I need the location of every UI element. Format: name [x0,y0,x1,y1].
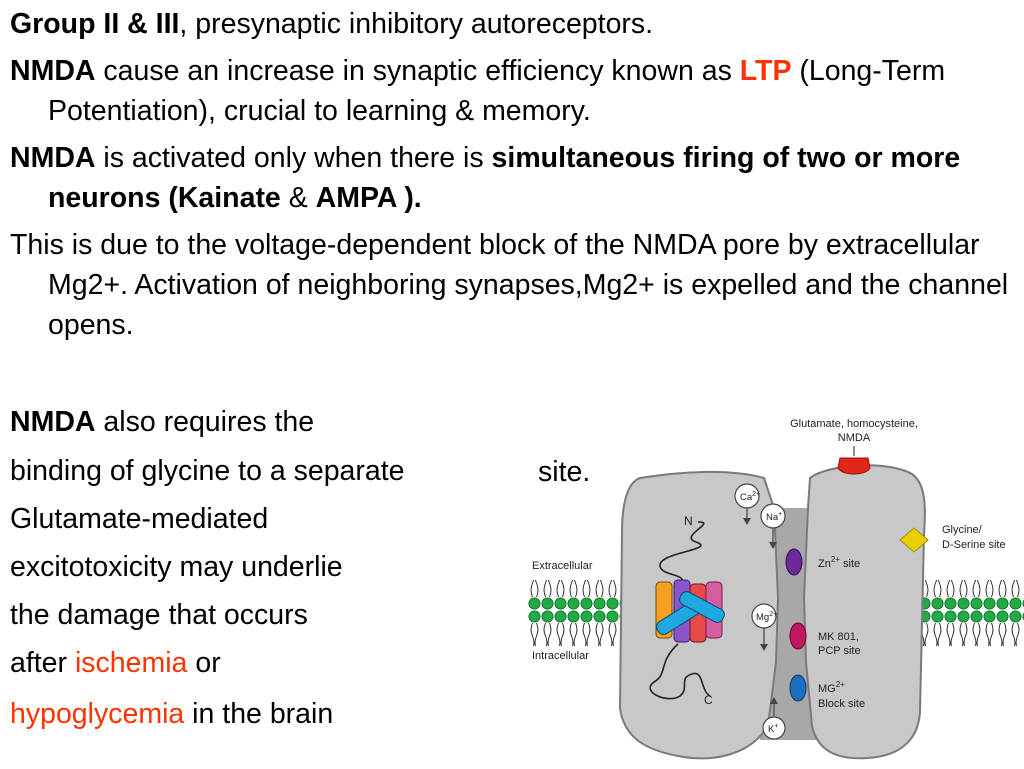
transmembrane-helices [655,579,725,643]
nmda-receptor-diagram: Glutamate, homocysteine, NMDA Glycine/ D… [528,412,1024,764]
mg-ion-sup: 2+ [769,611,777,618]
term-ltp: LTP [739,55,792,87]
paragraph-text: This is due to the voltage-dependent blo… [10,229,1009,341]
paragraph-text: & [280,182,316,214]
paragraph-group-ii-iii: Group II & III, presynaptic inhibitory a… [10,4,1015,44]
ca-ion-text: Ca [740,492,753,503]
paragraph-nmda-ltp: NMDA cause an increase in synaptic effic… [10,51,1015,131]
term-simultaneous-firing: simultaneous firing of two or more neuro… [48,142,961,214]
paragraph-text: (Long-Term Potentiation), crucial to lea… [48,55,946,127]
term-nmda: NMDA [10,406,96,438]
k-ion-text: K [768,724,775,735]
zn-site-rest: site [840,558,860,570]
na-ion-text: Na [766,512,779,523]
receptor-subunit-right [802,464,926,760]
mg-block-sup: 2+ [836,680,845,689]
c-terminal-label: C [704,693,713,707]
term-ampa: AMPA ). [315,182,422,214]
line-3: Glutamate-mediated [10,503,269,535]
k-ion-arrowhead [770,697,778,704]
glycine-label: Glycine/ [942,524,983,536]
mg-block-label: MG2+ [818,680,845,695]
pcp-site [789,622,807,650]
paragraph-nmda-activation: NMDA is activated only when there is sim… [10,138,1015,218]
ca-ion-arrowhead [743,518,751,525]
na-ion-sup: + [778,511,782,518]
block-site-label: Block site [818,698,865,710]
term-nmda: NMDA [10,142,96,174]
mk801-label: MK 801, [818,631,859,643]
glutamate-binding-site [837,457,871,475]
mg-block-site [789,674,807,702]
line-2-site: site. [538,456,591,488]
zn-site-sup: 2+ [831,555,840,564]
na-ion-arrowhead [769,542,777,549]
glycine-site [899,527,929,553]
pcp-label: PCP site [818,645,861,657]
line-5: the damage that occurs [10,599,308,631]
nmda-receptor-svg: Glutamate, homocysteine, NMDA Glycine/ D… [528,418,1024,760]
line-7: hypoglycemia in the brain [10,694,333,734]
paragraph-text: , presynaptic inhibitory autoreceptors. [179,8,654,40]
ca-ion-label: Ca2+ [740,491,760,503]
k-ion-sup: + [774,723,778,730]
text-block: Group II & III, presynaptic inhibitory a… [10,4,1015,345]
na-ion-label: Na+ [766,511,782,523]
k-ion-label: K+ [768,723,778,735]
ca-ion-sup: 2+ [752,491,760,498]
term-hypoglycemia: hypoglycemia [10,698,185,730]
line-1: NMDA also requires the [10,402,314,442]
paragraph-text: is activated only when there is [95,142,492,174]
term-nmda: NMDA [10,55,96,87]
line-6: after ischemia or [10,643,221,683]
k-ion-icon [762,716,786,740]
extracellular-label: Extracellular [532,560,593,572]
glutamate-label-2: NMDA [838,432,871,444]
mg-ion-arrowhead [760,644,768,651]
mg-block-text: MG [818,683,836,695]
term-ischemia: ischemia [74,647,188,679]
mg-ion-label: Mg2+ [756,611,777,623]
line-2: binding of glycine to a separate [10,455,405,487]
paragraph-mg-block: This is due to the voltage-dependent blo… [10,225,1015,345]
line-text: also requires the [95,406,315,438]
zn-site-text: Zn [818,558,831,570]
zn-site-label: Zn2+ site [818,555,860,570]
zn-site [785,548,803,576]
line-4: excitotoxicity may underlie [10,551,343,583]
line-text: in the brain [184,698,334,730]
glycine-label-2: D-Serine site [942,539,1006,551]
line-text: after [10,647,75,679]
term-group: Group II & III [10,8,180,40]
glutamate-label: Glutamate, homocysteine, [790,418,918,430]
mg-ion-text: Mg [756,612,769,623]
c-terminal-chain [649,643,711,700]
n-terminal-label: N [684,514,693,528]
helix-blue-2 [679,591,725,623]
paragraph-text: cause an increase in synaptic efficiency… [95,55,740,87]
intracellular-label: Intracellular [532,650,589,662]
line-text: or [187,647,221,679]
